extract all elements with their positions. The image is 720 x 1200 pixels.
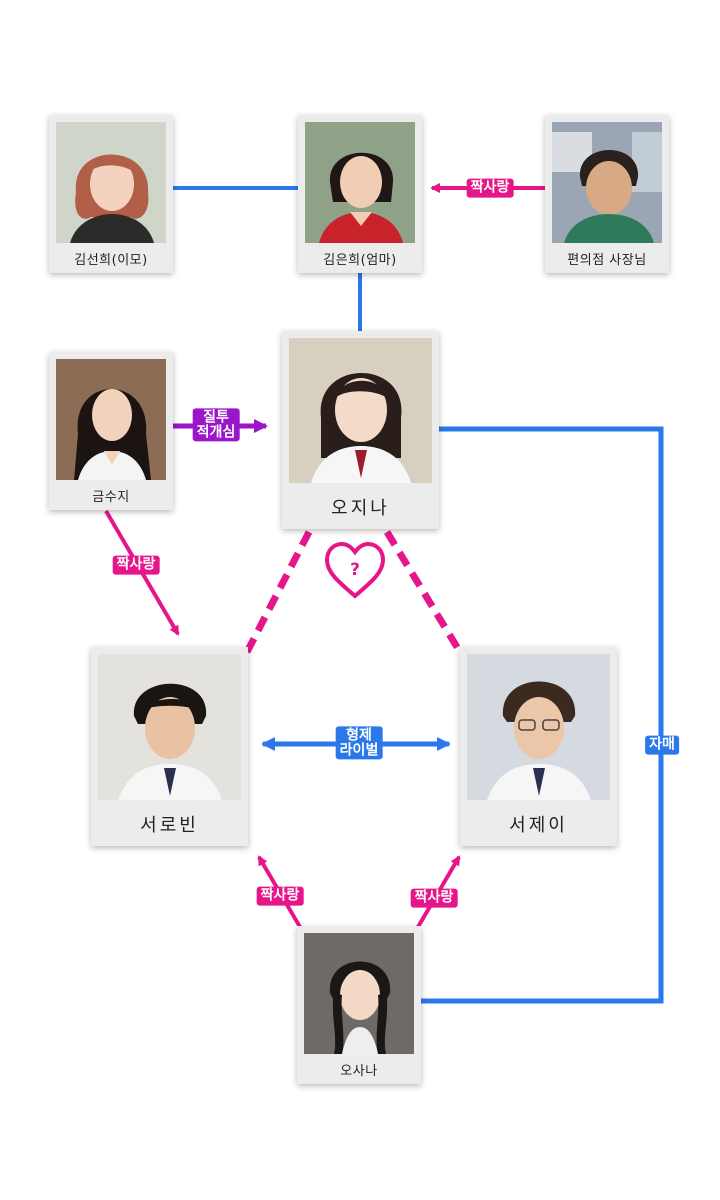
card-kim-eunhee: 김은희(엄마) <box>298 115 422 273</box>
portrait-store-owner <box>552 122 662 243</box>
label-owner-crush: 짝사랑 <box>466 178 514 198</box>
card-store-owner: 편의점 사장님 <box>545 115 669 273</box>
name-seo-robin: 서로빈 <box>140 815 199 836</box>
heart-question-mark: ? <box>350 560 360 581</box>
label-sisters: 자매 <box>645 735 679 755</box>
label-suji-jealousy-line1: 질투 <box>203 409 229 426</box>
label-suji-jealousy: 질투 적개심 <box>192 408 240 442</box>
name-store-owner: 편의점 사장님 <box>567 252 647 268</box>
portrait-seo-robin <box>98 654 241 800</box>
love-line-jina-robin <box>243 530 313 654</box>
love-line-jina-jei <box>384 530 463 654</box>
label-sana-crush-robin: 짝사랑 <box>256 886 304 906</box>
portrait-keum-suji <box>56 359 166 480</box>
name-kim-eunhee: 김은희(엄마) <box>323 252 397 268</box>
name-keum-suji: 금수지 <box>92 489 130 505</box>
name-kim-sunhee: 김선희(이모) <box>74 252 148 268</box>
name-oh-jina: 오지나 <box>331 498 390 519</box>
portrait-seo-jei <box>467 654 610 800</box>
label-sana-crush-jei: 짝사랑 <box>410 888 458 908</box>
portrait-oh-jina <box>289 338 432 483</box>
card-kim-sunhee: 김선희(이모) <box>49 115 173 273</box>
label-suji-jealousy-line2: 적개심 <box>196 424 236 440</box>
sister-link-jina-sana <box>421 426 664 1004</box>
card-seo-robin: 서로빈 <box>91 647 248 846</box>
portrait-oh-sana <box>304 933 414 1054</box>
card-seo-jei: 서제이 <box>460 647 617 846</box>
label-brothers-line2: 라이벌 <box>339 742 379 758</box>
heart-icon <box>324 541 386 599</box>
card-oh-jina: 오지나 <box>282 331 439 529</box>
name-oh-sana: 오사나 <box>340 1063 378 1079</box>
name-seo-jei: 서제이 <box>509 815 568 836</box>
portrait-kim-eunhee <box>305 122 415 243</box>
card-oh-sana: 오사나 <box>297 926 421 1084</box>
label-suji-crush: 짝사랑 <box>112 555 160 575</box>
label-brothers-line1: 형제 <box>346 727 372 744</box>
portrait-kim-sunhee <box>56 122 166 243</box>
label-brothers-rivals: 형제 라이벌 <box>335 726 383 760</box>
card-keum-suji: 금수지 <box>49 352 173 510</box>
